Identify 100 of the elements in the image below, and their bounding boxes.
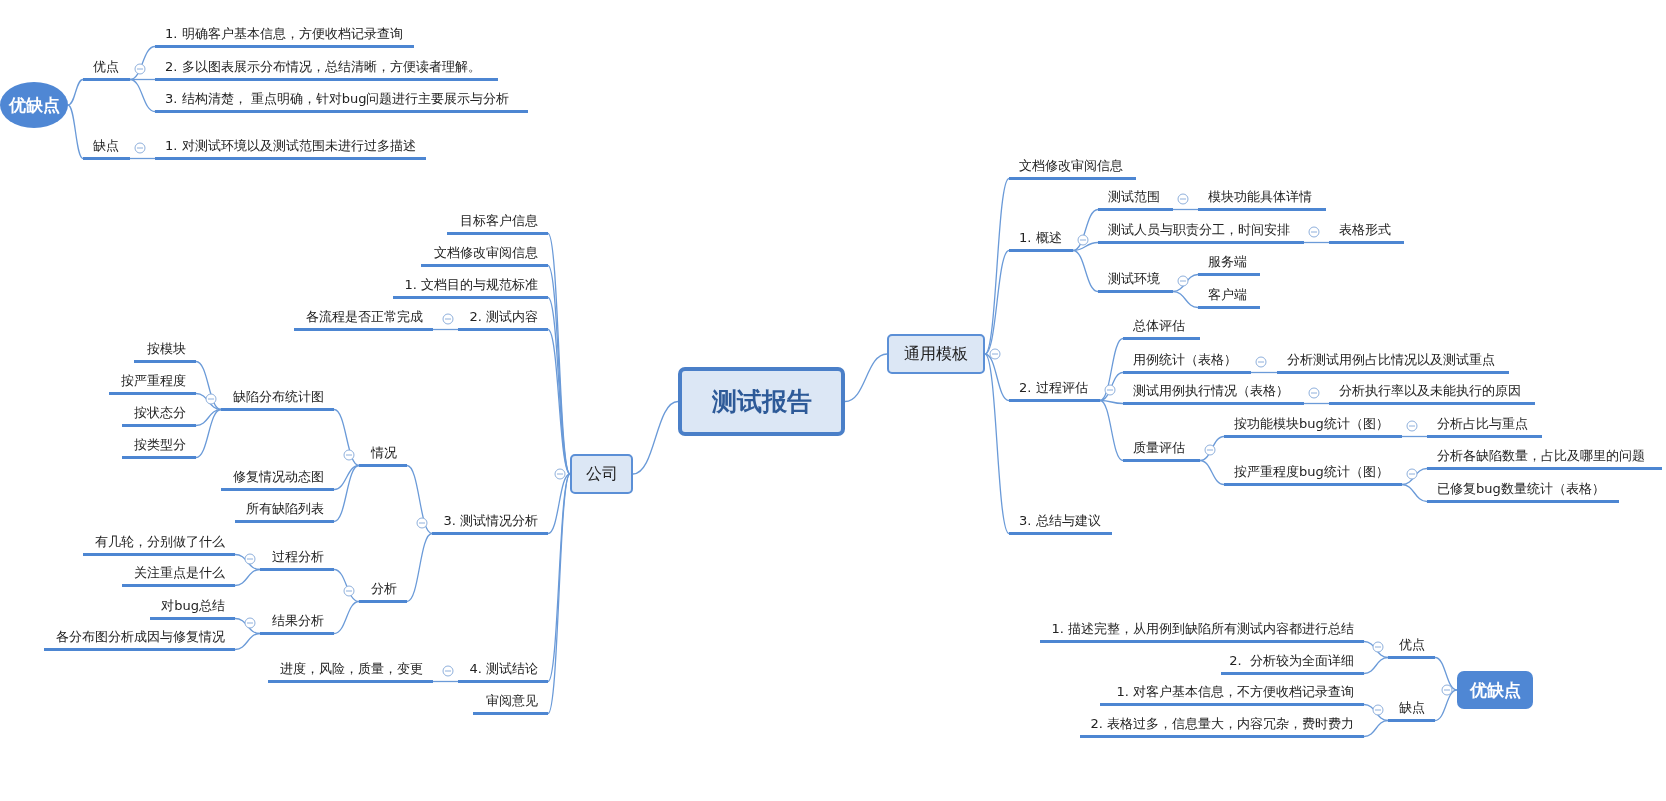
subtopic: 模块功能具体详情 (1198, 187, 1326, 211)
connector-line (195, 360, 222, 411)
connector-line (984, 249, 1010, 355)
connector-line (67, 78, 84, 106)
connector-line (129, 157, 156, 160)
subtopic: 情况 (359, 443, 407, 467)
connector-line (67, 104, 84, 160)
subtopic: 所有缺陷列表 (235, 499, 334, 523)
subtopic: 分析执行率以及未能执行的原因 (1329, 381, 1535, 405)
subtopic: 修复情况动态图 (221, 467, 334, 491)
subtopic: 文档修改审阅信息 (1009, 156, 1136, 180)
connector-line (195, 408, 222, 459)
connector-line (844, 353, 888, 403)
summary-topic: 优缺点 (1457, 671, 1533, 709)
connector-line (1099, 399, 1124, 462)
subtopic: 进度，风险，质量，变更 (268, 659, 433, 683)
connector-line (1172, 290, 1199, 309)
subtopic: 关注重点是什么 (122, 563, 235, 587)
connector-line (1401, 483, 1428, 503)
connector-line (1303, 241, 1330, 244)
connector-line (1434, 689, 1458, 722)
connector-line (195, 408, 222, 427)
subtopic: 总体评估 (1123, 316, 1200, 340)
summary-topic: 优缺点 (0, 82, 68, 128)
subtopic: 测试范围 (1098, 187, 1173, 211)
subtopic: 分析各缺陷数量，占比及哪里的问题 (1427, 446, 1662, 470)
connector-line (1363, 640, 1389, 659)
connector-line (129, 78, 156, 113)
subtopic: 结果分析 (260, 611, 334, 635)
connector-line (1401, 467, 1428, 486)
subtopic: 审阅意见 (473, 691, 548, 715)
connector-line (1199, 435, 1225, 462)
subtopic: 服务端 (1198, 252, 1260, 276)
subtopic: 过程分析 (260, 547, 334, 571)
connector-line (234, 632, 261, 651)
subtopic: 客户端 (1198, 285, 1260, 309)
connector-line (333, 464, 360, 523)
subtopic: 1. 对测试环境以及测试范围未进行过多描述 (155, 136, 426, 160)
connector-line (333, 568, 360, 603)
connector-line (234, 568, 261, 587)
connector-line (1363, 719, 1389, 738)
subtopic: 有几轮，分别做了什么 (83, 532, 235, 556)
connector-line (1250, 371, 1278, 374)
subtopic: 2. 多以图表展示分布情况，总结清晰，方便读者理解。 (155, 57, 498, 81)
subtopic: 按严重程度 (109, 371, 196, 395)
subtopic: 4. 测试结论 (458, 659, 548, 683)
connector-line (1072, 249, 1099, 293)
connector-line (333, 600, 360, 635)
connector-line (195, 392, 222, 411)
connector-line (1099, 337, 1124, 402)
subtopic: 质量评估 (1123, 438, 1200, 462)
subtopic: 分析 (359, 579, 407, 603)
connector-line (1363, 703, 1389, 722)
connector-line (1072, 208, 1099, 252)
main-topic: 公司 (570, 454, 633, 494)
subtopic: 对bug总结 (150, 596, 235, 620)
subtopic: 优点 (1388, 635, 1435, 659)
subtopic: 缺点 (83, 136, 130, 160)
connector-line (333, 408, 360, 467)
subtopic: 1. 概述 (1009, 228, 1073, 252)
subtopic: 2. 表格过多，信息量大，内容冗杂，费时费力 (1080, 714, 1364, 738)
connector-line (547, 328, 571, 475)
subtopic: 2. 分析较为全面详细 (1221, 651, 1364, 675)
connector-line (1199, 459, 1225, 486)
subtopic: 分析测试用例占比情况以及测试重点 (1277, 350, 1509, 374)
connector-line (1363, 656, 1389, 675)
connector-line (406, 464, 433, 535)
subtopic: 目标客户信息 (447, 211, 548, 235)
subtopic: 1. 描述完整，从用例到缺陷所有测试内容都进行总结 (1040, 619, 1364, 643)
subtopic: 3. 总结与建议 (1009, 511, 1112, 535)
connector-line (129, 45, 156, 81)
subtopic: 按模块 (134, 339, 196, 363)
connector-line (1172, 273, 1199, 293)
subtopic: 3. 测试情况分析 (432, 511, 548, 535)
connector-line (432, 328, 459, 331)
subtopic: 1. 对客户基本信息，不方便收档记录查询 (1100, 682, 1364, 706)
connector-line (632, 400, 679, 475)
subtopic: 缺陷分布统计图 (221, 387, 334, 411)
subtopic: 缺点 (1388, 698, 1435, 722)
connector-line (1172, 208, 1199, 211)
connector-line (1401, 435, 1428, 438)
connector-line (432, 680, 459, 683)
subtopic: 分析占比与重点 (1427, 414, 1542, 438)
subtopic: 按功能模块bug统计（图） (1224, 414, 1402, 438)
subtopic: 已修复bug数量统计（表格） (1427, 479, 1619, 503)
connector-line (984, 353, 1010, 402)
subtopic: 按严重程度bug统计（图） (1224, 462, 1402, 486)
subtopic: 2. 测试内容 (458, 307, 548, 331)
connector-line (1099, 399, 1124, 405)
connector-line (1434, 656, 1458, 691)
subtopic: 文档修改审阅信息 (421, 243, 548, 267)
subtopic: 按状态分 (122, 403, 196, 427)
subtopic: 优点 (83, 57, 130, 81)
subtopic: 表格形式 (1329, 220, 1404, 244)
connector-line (1303, 402, 1330, 405)
connector-line (547, 473, 571, 535)
subtopic: 3. 结构清楚， 重点明确，针对bug问题进行主要展示与分析 (155, 89, 528, 113)
subtopic: 测试用例执行情况（表格） (1123, 381, 1304, 405)
connector-line (984, 177, 1010, 355)
subtopic: 2. 过程评估 (1009, 378, 1100, 402)
